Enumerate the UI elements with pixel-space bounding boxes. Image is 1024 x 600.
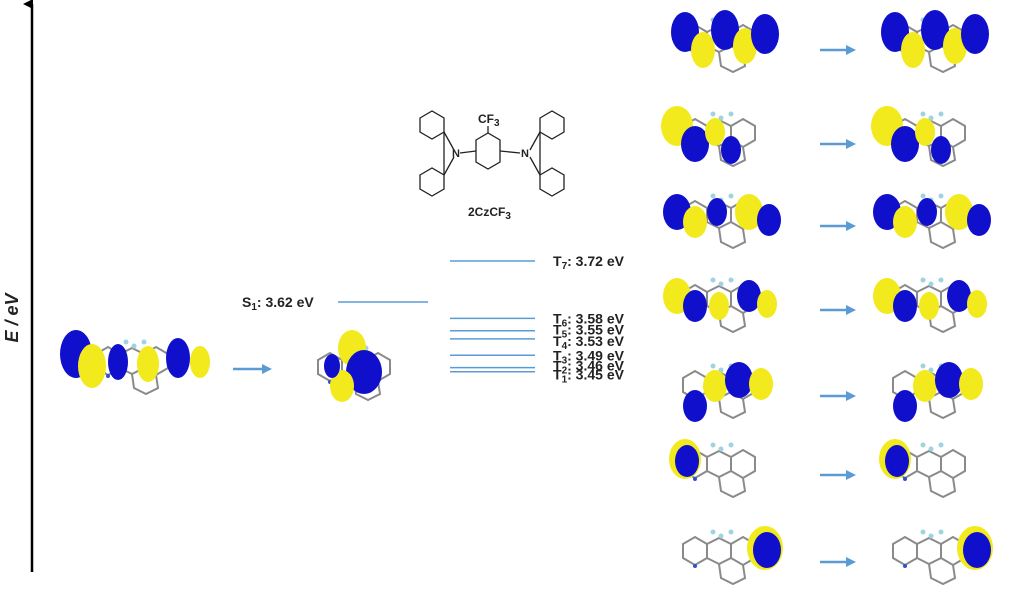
triplet-label: T3: 3.49 eV — [553, 347, 625, 366]
nto-left-row-4 — [663, 276, 777, 333]
arrow-ground-to-s1 — [233, 364, 272, 374]
nto-arrow-head — [846, 221, 856, 231]
nto-left-row-3 — [663, 192, 781, 249]
energy-axis-label: E / eV — [2, 291, 22, 342]
triplet-label: T7: 3.72 eV — [553, 253, 625, 272]
orbital-s1 — [317, 330, 391, 402]
nto-arrow-head — [846, 470, 856, 480]
orbital-ground — [60, 330, 210, 395]
nto-right-row-5 — [892, 362, 983, 422]
nto-right-row-7 — [892, 526, 993, 585]
nto-left-row-2 — [661, 106, 756, 167]
nto-orbital-pairs — [661, 10, 993, 585]
molecule-cf3-label: CF3 — [478, 112, 500, 129]
nto-right-row-3 — [873, 192, 991, 249]
nto-left-row-6 — [669, 439, 756, 498]
nto-right-row-4 — [873, 276, 987, 333]
molecule-name: 2CzCF3 — [468, 205, 511, 222]
molecule-structure — [419, 110, 565, 197]
molecule-n-right: N — [521, 148, 529, 160]
nto-left-row-1 — [671, 10, 779, 73]
triplet-label: T1: 3.45 eV — [553, 367, 625, 386]
nto-arrow-head — [846, 139, 856, 149]
nto-left-row-5 — [682, 362, 773, 422]
s1-label: S1: 3.62 eV — [242, 294, 314, 313]
nto-arrow-head — [846, 305, 856, 315]
nto-arrow-head — [846, 557, 856, 567]
triplet-label: T6: 3.58 eV — [553, 310, 625, 329]
nto-right-row-2 — [871, 106, 966, 167]
nto-arrow-head — [846, 391, 856, 401]
nto-right-row-1 — [881, 10, 989, 73]
nto-arrow-head — [846, 45, 856, 55]
triplet-label: T5: 3.55 eV — [553, 322, 625, 341]
nto-right-row-6 — [879, 439, 966, 498]
nto-left-row-7 — [682, 526, 783, 585]
triplet-label: T2: 3.46 eV — [553, 358, 625, 377]
molecule-n-left: N — [452, 148, 460, 160]
triplet-label: T4: 3.53 eV — [553, 333, 625, 352]
